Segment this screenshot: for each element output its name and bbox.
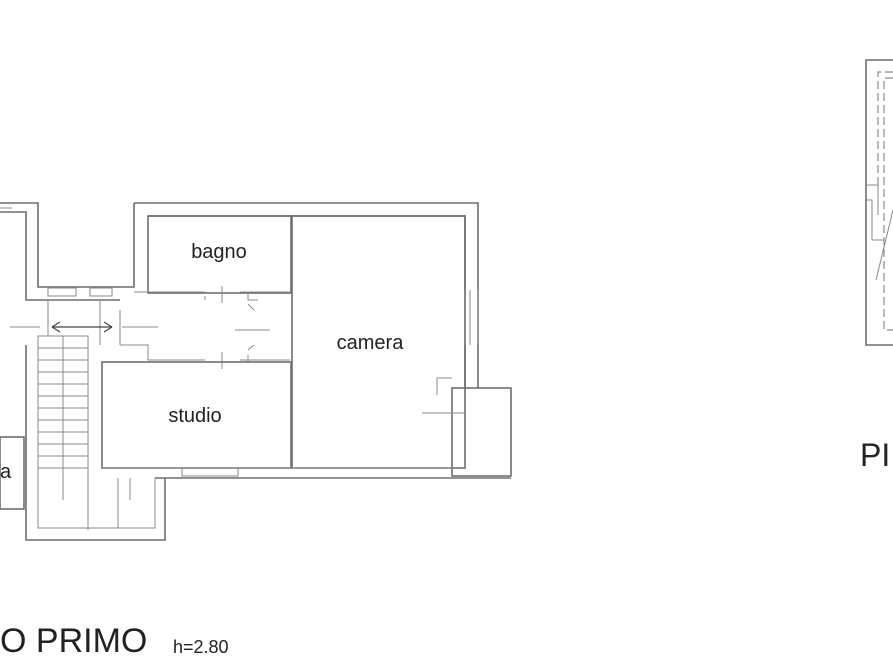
partial-left-room: [0, 436, 25, 510]
secondary-floor-plan: [865, 59, 893, 346]
main-floor-plan: [0, 202, 512, 541]
secondary-floor-title: PI: [860, 437, 890, 473]
staircase: [37, 300, 101, 530]
left-wing-inner-wall: [0, 211, 120, 301]
label-camera: camera: [337, 332, 405, 354]
bottom-left-extension: [25, 345, 166, 541]
label-bagno: bagno: [191, 241, 247, 263]
label-studio: studio: [168, 405, 221, 427]
floor-title: O PRIMO: [0, 622, 147, 660]
stair-direction-arrow: [10, 310, 158, 345]
floor-height: h=2.80: [173, 637, 229, 657]
right-annex: [451, 387, 512, 477]
bagno-room: [147, 215, 292, 294]
left-wing-outer-wall: [0, 202, 135, 288]
label-partial-left-room: a: [0, 461, 12, 483]
corridor-door-marks: [204, 286, 270, 369]
